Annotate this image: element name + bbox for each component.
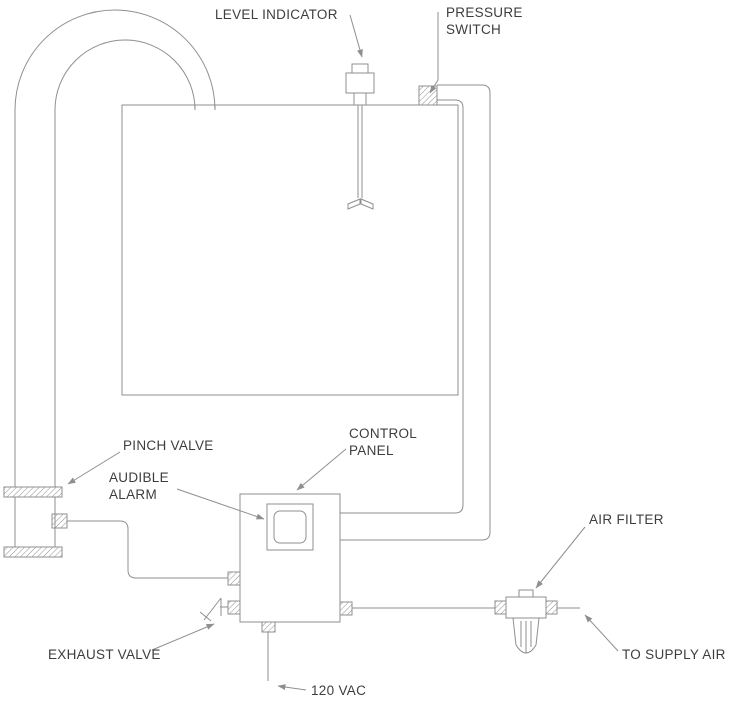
- pressure-sensing-line: [340, 84, 491, 541]
- level-indicator-head: [345, 72, 375, 94]
- pressure-switch: [418, 85, 438, 106]
- leader-pinch-valve: [67, 451, 121, 485]
- panel-bottom-fitting: [261, 621, 276, 633]
- label-air-filter: AIR FILTER: [589, 512, 664, 527]
- leader-lines: [67, 12, 619, 691]
- air-filter: [494, 589, 558, 654]
- label-to-supply-air: TO SUPPLY AIR: [622, 647, 726, 662]
- leader-to-supply-air: [584, 614, 619, 652]
- leader-air-filter: [535, 526, 586, 589]
- filter-body: [505, 596, 547, 619]
- filter-bowl: [512, 617, 540, 654]
- exhaust-valve: [199, 597, 228, 622]
- pinch-valve-bottom-flange: [3, 546, 63, 558]
- label-pinch-valve: PINCH VALVE: [123, 438, 214, 453]
- filter-left-fitting: [494, 600, 507, 615]
- label-pressure-switch-line2: SWITCH: [446, 22, 502, 37]
- level-indicator-paddle: [347, 198, 374, 210]
- leader-exhaust-valve: [151, 623, 215, 651]
- label-pressure-switch: PRESSURE SWITCH: [446, 4, 523, 38]
- label-control-panel-line1: CONTROL: [349, 426, 418, 441]
- label-audible-alarm-line1: AUDIBLE: [109, 470, 169, 485]
- label-control-panel: CONTROL PANEL: [349, 425, 417, 459]
- label-audible-alarm-line2: ALARM: [109, 487, 158, 502]
- panel-left-upper-fitting: [227, 571, 241, 586]
- leader-pressure-switch: [429, 12, 439, 94]
- level-indicator-neck: [353, 92, 367, 106]
- panel-right-fitting: [339, 601, 353, 616]
- overflow-pipe: [14, 9, 216, 487]
- leader-audible-alarm: [176, 488, 265, 520]
- label-level-indicator: LEVEL INDICATOR: [215, 7, 338, 22]
- level-indicator: [345, 63, 375, 210]
- pinch-valve-top-flange: [3, 486, 63, 498]
- control-panel: [227, 493, 353, 633]
- label-pressure-switch-line1: PRESSURE: [446, 5, 523, 20]
- audible-alarm: [273, 510, 307, 544]
- leader-control-panel: [296, 448, 347, 491]
- level-indicator-cap: [351, 63, 369, 74]
- label-exhaust-valve: EXHAUST VALVE: [48, 647, 161, 662]
- leader-level-indicator: [349, 14, 363, 58]
- label-audible-alarm: AUDIBLE ALARM: [109, 469, 169, 503]
- pinch-valve-air-fitting: [51, 513, 68, 529]
- filter-top-cap: [518, 589, 534, 598]
- label-control-panel-line2: PANEL: [349, 443, 394, 458]
- pinch-valve-air-line: [67, 520, 228, 579]
- tank: [121, 104, 459, 396]
- filter-right-fitting: [545, 600, 558, 615]
- label-120vac: 120 VAC: [311, 683, 367, 698]
- leader-120vac: [277, 684, 307, 691]
- pinch-valve: [3, 486, 68, 558]
- panel-left-lower-fitting: [227, 600, 241, 615]
